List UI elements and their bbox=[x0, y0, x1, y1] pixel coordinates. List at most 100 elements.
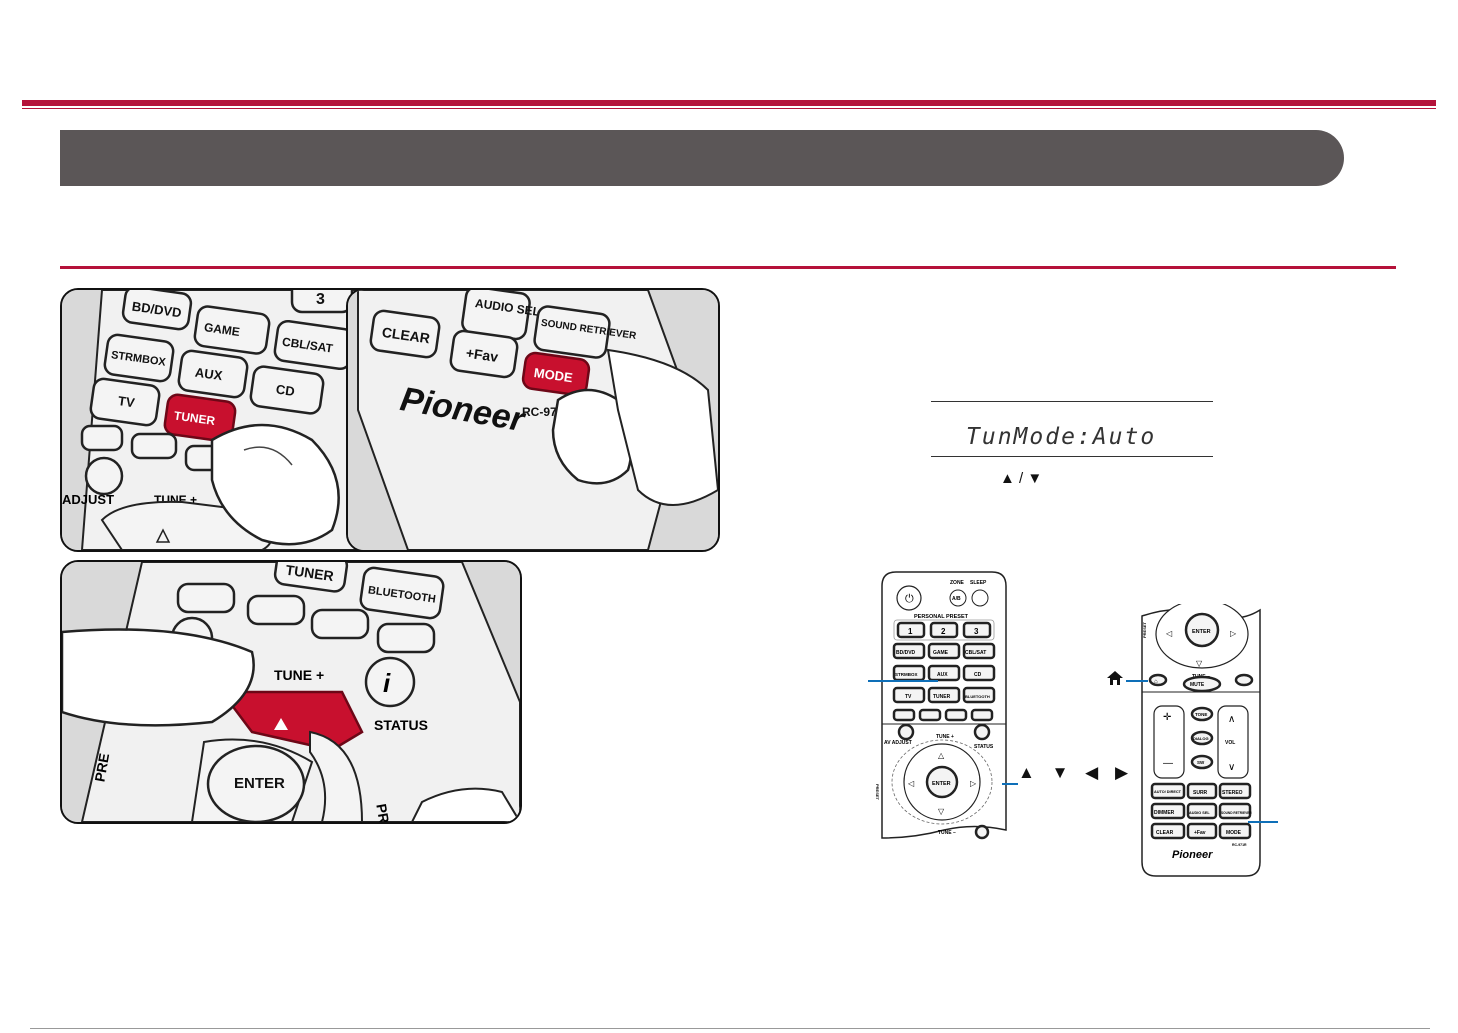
down-arrow-icon-2: ▼ bbox=[1051, 763, 1075, 782]
photo-mode-press: AUDIO SEL CLEAR +Fav SOUND RETRIEVER MOD… bbox=[346, 288, 720, 552]
svg-text:∧: ∧ bbox=[1228, 714, 1235, 725]
preset-side-label: PRESET bbox=[875, 784, 880, 801]
photo-tuner-press: BD/DVD GAME CBL/SAT 3 STRMBOX AUX CD TV … bbox=[60, 288, 392, 552]
direction-arrows: ▲ ▼ ◀ ▶ bbox=[1018, 763, 1134, 783]
btn-mode-highlight: MODE bbox=[533, 365, 574, 385]
finger-1 bbox=[210, 423, 340, 546]
btn-dimmer: DIMMER bbox=[1154, 810, 1175, 816]
btn-cd: CD bbox=[275, 382, 296, 399]
callout-tuner bbox=[868, 680, 938, 682]
preset-2: 2 bbox=[941, 627, 946, 636]
btn-fav: +Fav bbox=[465, 345, 499, 365]
instruction-arrows: ▲ / ▼ bbox=[1000, 470, 1042, 487]
enter-label-small: ENTER bbox=[932, 781, 951, 787]
tune-plus-highlight bbox=[219, 690, 364, 752]
svg-text:◁: ◁ bbox=[908, 779, 915, 788]
finger-3 bbox=[62, 628, 255, 727]
btn-bd-dvd: BD/DVD bbox=[131, 299, 182, 321]
photo3-status: STATUS bbox=[374, 717, 428, 733]
callout-mode bbox=[1248, 821, 1278, 823]
btn-cbl-sat-small: CBL/SAT bbox=[965, 650, 986, 656]
vol-label: VOL bbox=[1225, 740, 1235, 746]
preset-label-right: PRESET bbox=[1142, 621, 1147, 638]
btn-aux-small: AUX bbox=[937, 672, 948, 678]
home-icon-small: ⌂ bbox=[1154, 679, 1158, 685]
footer-rule bbox=[30, 1028, 1430, 1029]
btn-bluetooth-small: BLUETOOTH bbox=[965, 694, 990, 699]
preset-1: 1 bbox=[908, 627, 913, 636]
up-arrow-icon: ▲ bbox=[1000, 470, 1015, 487]
svg-text:▽: ▽ bbox=[1196, 659, 1203, 668]
down-arrow-icon: ▼ bbox=[1027, 470, 1043, 487]
btn-tv-small: TV bbox=[905, 694, 912, 700]
svg-text:◁: ◁ bbox=[1166, 629, 1173, 638]
svg-text:i: i bbox=[383, 668, 391, 698]
btn-bd-dvd-small: BD/DVD bbox=[896, 650, 916, 656]
preset-3: 3 bbox=[974, 627, 979, 636]
model-label-right: RC-971R bbox=[1232, 843, 1247, 847]
photo3-tune: TUNE + bbox=[274, 667, 324, 683]
btn-mode-small: MODE bbox=[1226, 830, 1242, 836]
remote-left-illustration: ⏻ A/B ZONE SLEEP PERSONAL PRESET 1 2 3 B… bbox=[874, 568, 1014, 848]
status-label: STATUS bbox=[974, 744, 994, 750]
sw-label: SW bbox=[1197, 760, 1205, 765]
up-arrow-icon-2: ▲ bbox=[1018, 763, 1041, 782]
btn-strmbox-small: STRMBOX bbox=[895, 672, 918, 677]
svg-text:—: — bbox=[1163, 758, 1173, 769]
photo2-model: RC-97 bbox=[522, 405, 557, 419]
tune-plus-label: TUNE + bbox=[936, 734, 954, 740]
svg-text:▷: ▷ bbox=[970, 779, 977, 788]
btn-clear: CLEAR bbox=[381, 324, 431, 347]
svg-text:▷: ▷ bbox=[1230, 629, 1237, 638]
brand-label-right: Pioneer bbox=[1172, 849, 1213, 861]
zone-label: ZONE bbox=[950, 580, 965, 586]
header-rule-thin bbox=[22, 108, 1436, 109]
btn-clear-small: CLEAR bbox=[1156, 830, 1174, 836]
photo-tune-press: TUNER BLUETOOTH AV TUNE + i STATUS PRE E… bbox=[60, 560, 522, 824]
home-icon bbox=[1106, 670, 1124, 691]
tone-label: TONE bbox=[1195, 712, 1207, 717]
display-panel bbox=[931, 401, 1213, 457]
btn-surr: SURR bbox=[1193, 790, 1208, 796]
enter-label-right: ENTER bbox=[1192, 629, 1211, 635]
remote-right-illustration: ENTER ◁ ▷ ▽ PRESET TUNE – ⌂ MUTE ✛ — TON… bbox=[1138, 599, 1264, 880]
display-text: TunMode:Auto bbox=[966, 424, 1157, 450]
svg-text:△: △ bbox=[938, 751, 945, 760]
power-icon: ⏻ bbox=[905, 593, 914, 605]
btn-game: GAME bbox=[203, 320, 241, 339]
btn-audio-sel-small: AUDIO SEL bbox=[1189, 811, 1210, 815]
left-arrow-icon: ◀ bbox=[1085, 763, 1105, 782]
btn-stereo: STEREO bbox=[1222, 790, 1243, 796]
svg-text:▽: ▽ bbox=[938, 807, 945, 816]
photo1-adjust: ADJUST bbox=[62, 492, 114, 507]
zone-ab-label: A/B bbox=[952, 596, 961, 602]
title-bar bbox=[60, 130, 1344, 186]
btn-tuner-highlight: TUNER bbox=[173, 408, 216, 428]
sleep-label: SLEEP bbox=[970, 580, 987, 586]
av-adjust-label: AV ADJUST bbox=[884, 740, 912, 746]
btn-tv: TV bbox=[117, 393, 136, 410]
callout-home bbox=[1126, 680, 1148, 682]
btn-auto-direct: AUTO/ DIRECT bbox=[1154, 790, 1182, 794]
btn-3: 3 bbox=[316, 291, 325, 308]
finger-2 bbox=[551, 388, 633, 485]
section-rule bbox=[60, 266, 1396, 269]
svg-text:∨: ∨ bbox=[1228, 762, 1235, 773]
btn-game-small: GAME bbox=[933, 650, 949, 656]
photo3-btn-tuner: TUNER bbox=[285, 562, 335, 584]
right-arrow-icon: ▶ bbox=[1114, 763, 1135, 782]
photo1-buttons: BD/DVD GAME CBL/SAT 3 STRMBOX AUX CD TV … bbox=[80, 290, 355, 496]
btn-fav-small: +Fav bbox=[1194, 830, 1206, 836]
tune-minus-label: TUNE – bbox=[938, 830, 956, 836]
slash-separator: / bbox=[1019, 470, 1024, 487]
photo3-pres: PRES bbox=[373, 803, 395, 822]
header-rule bbox=[22, 100, 1436, 106]
mute-label: MUTE bbox=[1190, 682, 1205, 688]
btn-cd-small: CD bbox=[974, 672, 982, 678]
btn-aux: AUX bbox=[194, 365, 224, 384]
personal-preset-label: PERSONAL PRESET bbox=[914, 614, 969, 620]
photo3-pre: PRE bbox=[91, 752, 112, 783]
svg-text:✛: ✛ bbox=[1163, 712, 1171, 723]
callout-arrows bbox=[1002, 783, 1018, 785]
photo3-btn-enter: ENTER bbox=[234, 775, 285, 792]
